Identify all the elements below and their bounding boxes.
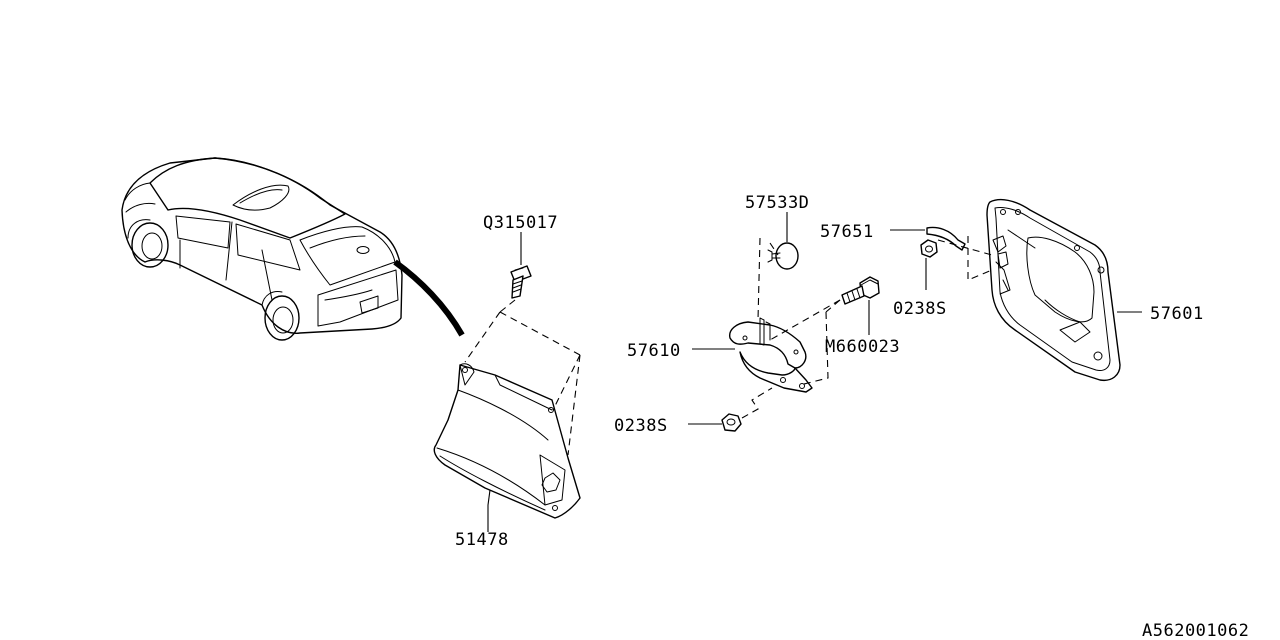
assembly-lines-57610 xyxy=(741,237,841,419)
label-q315017: Q315017 xyxy=(483,213,558,233)
label-m660023: M660023 xyxy=(825,337,900,357)
label-0238s-lower: 0238S xyxy=(614,416,668,436)
assembly-lines-51478 xyxy=(464,299,581,456)
part-0238s-lower-nut xyxy=(721,413,742,432)
diagram-code: A562001062 xyxy=(1142,621,1249,640)
part-57533d-clip xyxy=(767,242,799,270)
part-57601-fuel-lid xyxy=(986,198,1121,382)
label-57651: 57651 xyxy=(820,222,874,242)
label-0238s-upper: 0238S xyxy=(893,299,947,319)
vehicle-overview xyxy=(121,157,403,341)
part-51478-cover xyxy=(433,363,581,519)
assembly-lines-57601 xyxy=(937,236,993,281)
part-m660023-bolt xyxy=(841,276,880,305)
label-57610: 57610 xyxy=(627,341,681,361)
part-0238s-upper-nut xyxy=(920,239,938,258)
location-arrow xyxy=(393,259,465,337)
label-51478: 51478 xyxy=(455,530,509,550)
part-q315017-screw xyxy=(510,265,532,299)
label-57601: 57601 xyxy=(1150,304,1204,324)
part-57610-bracket xyxy=(729,317,813,393)
leader-lines xyxy=(487,212,1142,532)
label-57533d: 57533D xyxy=(745,193,809,213)
